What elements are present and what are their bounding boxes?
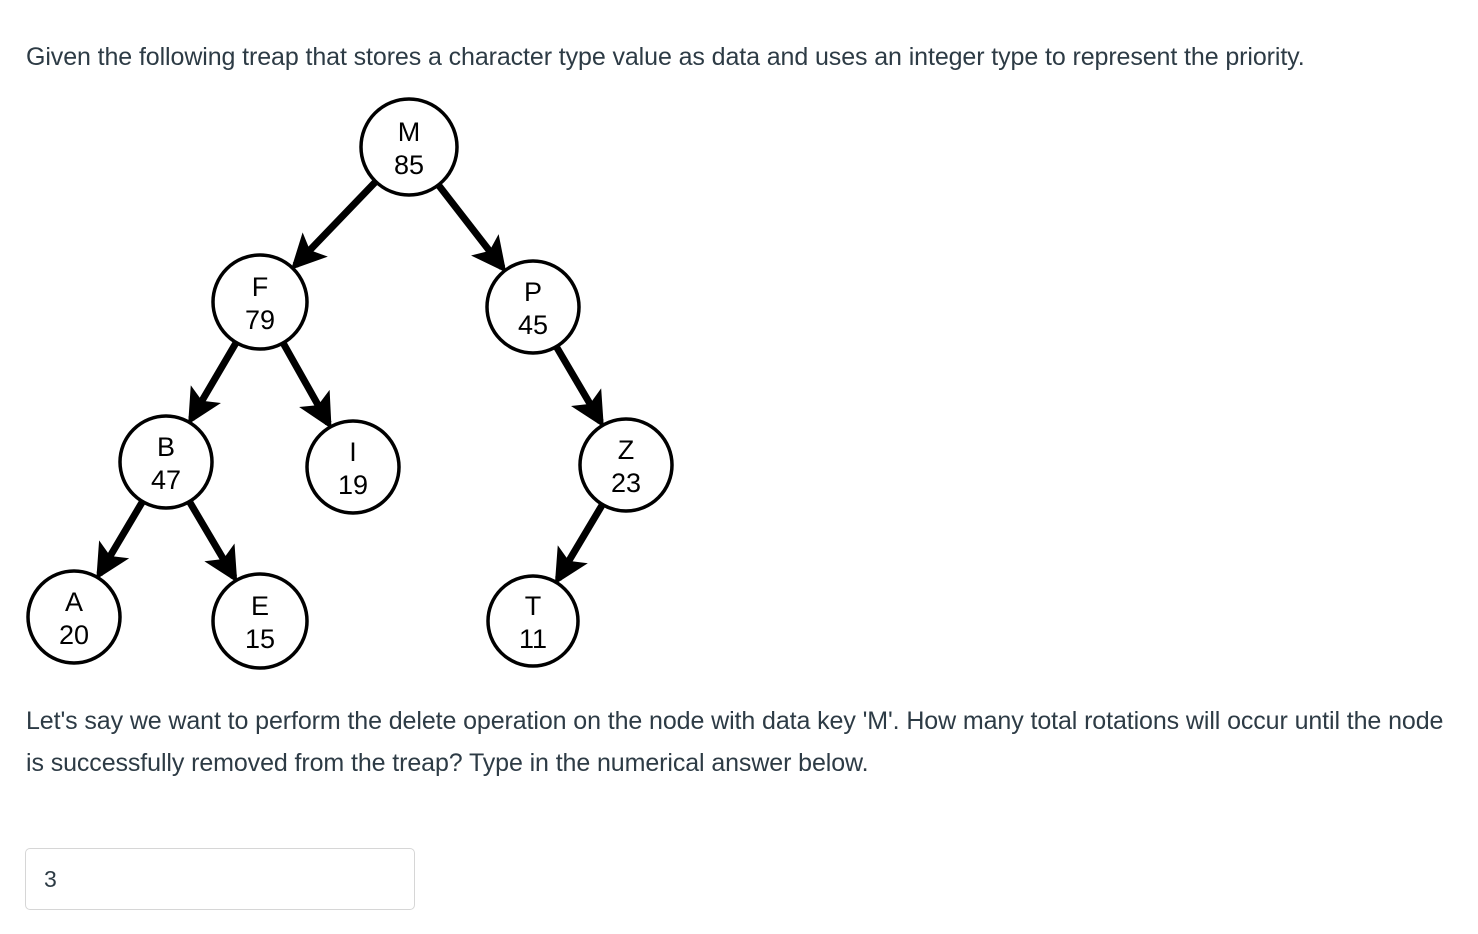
node-circle-T — [486, 574, 580, 668]
node-priority-Z: 23 — [611, 468, 641, 498]
treap-node-B: B47 — [118, 414, 214, 510]
node-key-P: P — [524, 277, 542, 307]
node-key-I: I — [349, 437, 357, 467]
node-key-T: T — [525, 591, 542, 621]
question-line-2: until the node is successfully removed f… — [26, 707, 1444, 777]
intro-paragraph: Given the following treap that stores a … — [26, 43, 1305, 71]
treap-edge-B-A — [96, 500, 146, 580]
treap-edge-F-I — [280, 342, 332, 429]
node-key-M: M — [398, 117, 421, 147]
treap-node-Z: Z23 — [578, 417, 674, 513]
question-paragraph: Let's say we want to perform the delete … — [26, 700, 1466, 784]
node-circle-M — [359, 97, 459, 197]
node-circle-A — [26, 569, 122, 665]
treap-node-F: F79 — [211, 253, 309, 351]
answer-input[interactable] — [25, 848, 415, 910]
node-priority-E: 15 — [245, 624, 275, 654]
node-key-E: E — [251, 591, 269, 621]
node-key-Z: Z — [618, 435, 635, 465]
node-circle-Z — [578, 417, 674, 513]
node-circle-P — [485, 259, 581, 355]
node-key-F: F — [252, 272, 269, 302]
node-key-B: B — [157, 432, 175, 462]
question-line-1: Let's say we want to perform the delete … — [26, 707, 1288, 735]
node-circle-F — [211, 253, 309, 351]
node-priority-M: 85 — [394, 150, 424, 180]
node-priority-A: 20 — [59, 620, 89, 650]
node-priority-I: 19 — [338, 470, 368, 500]
treap-node-T: T11 — [486, 574, 580, 668]
treap-node-I: I19 — [305, 419, 401, 515]
treap-edge-F-B — [188, 341, 239, 425]
treap-edge-P-Z — [553, 345, 604, 428]
treap-edge-B-E — [186, 500, 238, 583]
treap-node-A: A20 — [26, 569, 122, 665]
treap-node-P: P45 — [485, 259, 581, 355]
treap-edge-Z-T — [554, 503, 605, 585]
node-priority-P: 45 — [518, 310, 548, 340]
node-circle-B — [118, 414, 214, 510]
node-circle-I — [305, 419, 401, 515]
node-key-A: A — [65, 587, 83, 617]
treap-edge-M-P — [436, 183, 507, 273]
treap-node-E: E15 — [211, 572, 309, 670]
node-priority-F: 79 — [245, 305, 275, 335]
treap-edge-M-F — [290, 179, 378, 270]
node-circle-E — [211, 572, 309, 670]
node-priority-T: 11 — [519, 624, 547, 654]
treap-node-M: M85 — [359, 97, 459, 197]
node-priority-B: 47 — [151, 465, 181, 495]
edge-layer — [96, 179, 605, 585]
